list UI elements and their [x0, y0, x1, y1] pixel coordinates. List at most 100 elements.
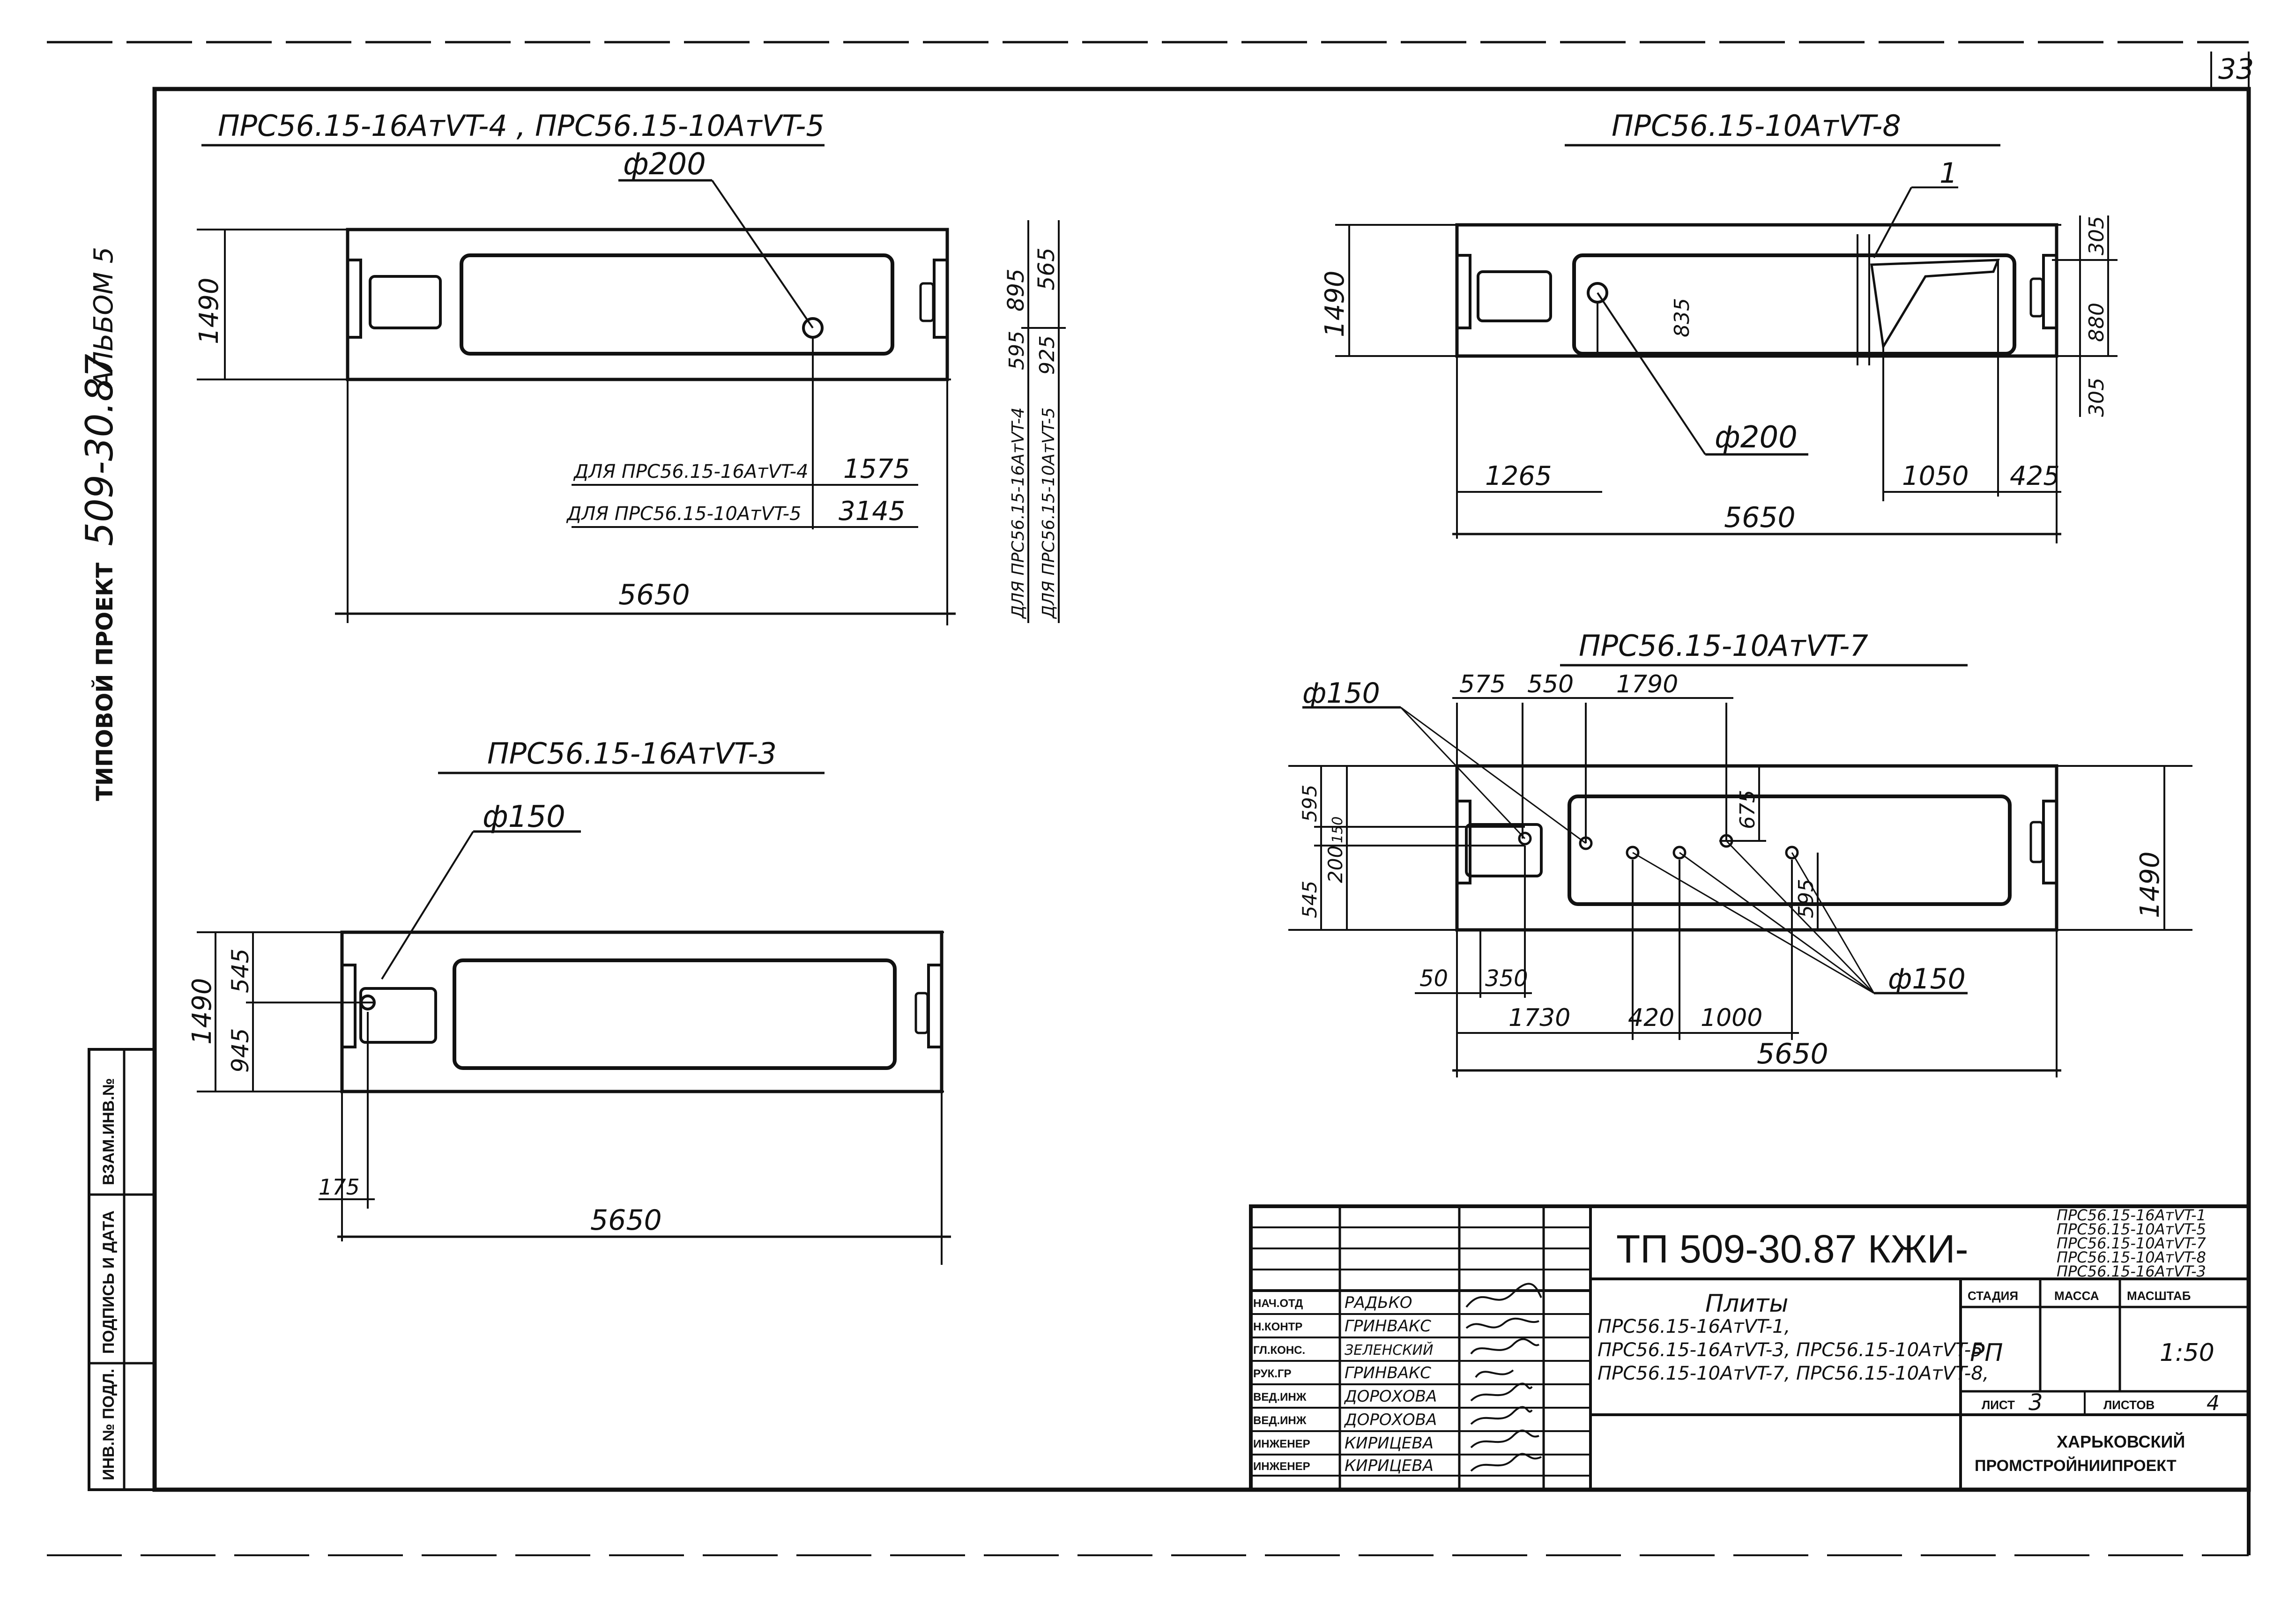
bottom-dim-350: 350 [1485, 965, 1528, 992]
view-title: ПРС56.15-16АтVT-4 , ПРС56.15-10АтVT-5 [218, 109, 825, 143]
variant-3: ПРС56.15-10АтVT-7 [2057, 1234, 2207, 1252]
row-2-value: 3145 [839, 496, 906, 527]
sheet-value: 3 [2029, 1389, 2043, 1416]
role-4: РУК.ГР [1253, 1367, 1292, 1380]
top-dim-1790: 1790 [1616, 670, 1678, 698]
view-title: ПРС56.15-10АтVT-8 [1612, 109, 1901, 143]
name-3: ЗЕЛЕНСКИЙ [1345, 1342, 1433, 1359]
hole-bottom-label: ф150 [1888, 963, 1966, 995]
role-8: ИНЖЕНЕР [1253, 1460, 1310, 1473]
left-dim-200: 200 [1324, 846, 1347, 883]
role-3: ГЛ.КОНС. [1253, 1344, 1305, 1357]
dim-305-bottom: 305 [2085, 378, 2109, 417]
stage-value: РП [1970, 1339, 2003, 1367]
dim-835: 835 [1670, 298, 1694, 337]
dim-545: 545 [227, 949, 254, 993]
role-7: ИНЖЕНЕР [1253, 1438, 1310, 1450]
vlabel-2: ДЛЯ ПРС56.15-10АтVT-5 [1039, 408, 1058, 619]
dim-1050: 1050 [1902, 461, 1969, 491]
scale-value: 1:50 [2160, 1339, 2214, 1367]
scale-label: МАСШТАБ [2127, 1289, 2191, 1303]
side-stamp-cell-3: ВЗАМ.ИНВ.№ [100, 1078, 118, 1185]
dim-425: 425 [2010, 461, 2060, 491]
hole-label: ф150 [483, 800, 565, 834]
row-2-label: ДЛЯ ПРС56.15-10АтVT-5 [566, 503, 801, 525]
name-5: ДОРОХОВА [1344, 1387, 1437, 1406]
view-prs-4-5: ПРС56.15-16АтVT-4 , ПРС56.15-10АтVT-5 ф2… [194, 109, 1066, 625]
org-line-1: ХАРЬКОВСКИЙ [2057, 1432, 2185, 1451]
sheet-frame [47, 41, 2251, 1556]
name-4: ГРИНВАКС [1345, 1364, 1431, 1382]
length-label: 5650 [590, 1204, 662, 1237]
mass-label: МАССА [2054, 1289, 2099, 1303]
dim-895: 895 [1003, 268, 1029, 312]
inner-dim-675: 675 [1736, 790, 1760, 829]
name-title: Плиты [1705, 1290, 1788, 1318]
row-1-value: 1575 [843, 454, 910, 484]
length-label: 5650 [1757, 1038, 1828, 1070]
name-line-3: ПРС56.15-10АтVT-7, ПРС56.15-10АтVT-8, [1598, 1363, 1989, 1384]
offset-label: 175 [319, 1174, 360, 1200]
top-dim-550: 550 [1527, 670, 1574, 698]
project-number: ТИПОВОЙ ПРОЕКТ 509-30.87 [78, 354, 121, 801]
sheet-label: ЛИСТ [1982, 1398, 2015, 1412]
left-dim-595: 595 [1298, 785, 1321, 822]
dim-595: 595 [1005, 331, 1029, 370]
height-label: 1490 [194, 277, 224, 344]
view-title: ПРС56.15-16АтVT-3 [487, 736, 777, 771]
top-dim-575: 575 [1459, 670, 1506, 698]
vlabel-1: ДЛЯ ПРС56.15-16АтVT-4 [1009, 408, 1028, 619]
name-2: ГРИНВАКС [1345, 1317, 1431, 1336]
height-label: 1490 [1320, 270, 1350, 337]
org-line-2: ПРОМСТРОЙНИИПРОЕКТ [1975, 1456, 2177, 1475]
leader-1: 1 [1939, 157, 1957, 190]
view-title: ПРС56.15-10АтVT-7 [1579, 629, 1868, 663]
name-6: ДОРОХОВА [1344, 1411, 1437, 1429]
view-prs-8: ПРС56.15-10АтVT-8 1 ф200 835 1490 305 88… [1320, 109, 2118, 543]
signatures [1465, 1283, 1542, 1472]
role-1: НАЧ.ОТД [1253, 1297, 1303, 1310]
height-label: 1490 [187, 978, 217, 1045]
variant-1: ПРС56.15-16АтVT-1 [2057, 1206, 2206, 1224]
bottom-dim-1000: 1000 [1701, 1004, 1762, 1032]
left-dim-150: 150 [1330, 817, 1346, 843]
left-dim-545: 545 [1298, 881, 1321, 918]
dim-925: 925 [1035, 335, 1059, 375]
name-1: РАДЬКО [1345, 1293, 1412, 1312]
name-8: КИРИЦЕВА [1345, 1456, 1434, 1475]
hole-label: ф200 [1715, 420, 1798, 455]
sheets-value: 4 [2207, 1391, 2220, 1415]
role-6: ВЕД.ИНЖ [1253, 1414, 1307, 1427]
album-label: АЛЬБОМ 5 [89, 247, 119, 390]
side-stamp: ВЗАМ.ИНВ.№ ПОДПИСЬ И ДАТА ИНВ.№ ПОДЛ. ТИ… [78, 247, 156, 1491]
height-label: 1490 [2135, 851, 2165, 918]
inner-dim-595: 595 [1794, 879, 1818, 918]
stage-label: СТАДИЯ [1968, 1289, 2018, 1303]
length-label: 5650 [1724, 501, 1796, 534]
row-1-label: ДЛЯ ПРС56.15-16АтVT-4 [573, 461, 808, 483]
variant-5: ПРС56.15-16АтVT-3 [2057, 1262, 2206, 1280]
dim-1265: 1265 [1485, 461, 1552, 491]
doc-code: ТП 509-30.87 КЖИ- [1616, 1227, 1969, 1271]
bottom-dim-420: 420 [1628, 1004, 1674, 1032]
bottom-dim-50: 50 [1419, 965, 1448, 992]
side-stamp-cell-2: ПОДПИСЬ И ДАТА [100, 1210, 118, 1354]
sheet-number: 33 [2218, 53, 2254, 86]
name-line-2: ПРС56.15-16АтVT-3, ПРС56.15-10АтVT-5 [1598, 1339, 1983, 1361]
length-label: 5650 [618, 579, 690, 611]
hole-label: ф200 [623, 147, 706, 182]
dim-945: 945 [227, 1028, 254, 1073]
role-5: ВЕД.ИНЖ [1253, 1391, 1307, 1404]
name-7: КИРИЦЕВА [1345, 1434, 1434, 1453]
hole-top-label: ф150 [1302, 677, 1380, 710]
view-prs-7: ПРС56.15-10АтVT-7 ф150 ф150 575 550 [1288, 629, 2192, 1077]
variant-2: ПРС56.15-10АтVT-5 [2057, 1220, 2206, 1238]
project-number-value: 509-30.87 [78, 354, 121, 546]
variant-4: ПРС56.15-10АтVT-8 [2057, 1248, 2206, 1266]
title-block: ТП 509-30.87 КЖИ- ПРС56.15-16АтVT-1 ПРС5… [1249, 1204, 2251, 1492]
dim-565: 565 [1033, 247, 1060, 290]
dim-880: 880 [2085, 303, 2109, 342]
view-prs-3: ПРС56.15-16АтVT-3 ф150 1490 545 945 175 … [187, 736, 951, 1265]
sheets-label: ЛИСТОВ [2103, 1398, 2155, 1412]
side-stamp-cell-1: ИНВ.№ ПОДЛ. [100, 1369, 118, 1480]
